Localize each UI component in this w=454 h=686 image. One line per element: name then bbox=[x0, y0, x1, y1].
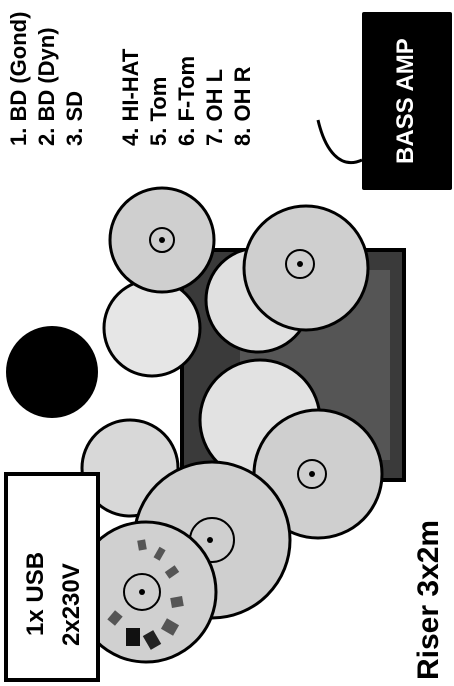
channel-item: 3. SD bbox=[64, 91, 86, 146]
crash-cymbal-center bbox=[207, 537, 213, 543]
channel-item: 1. BD (Gond) bbox=[8, 12, 30, 146]
power-box: 1x USB 2x230V bbox=[4, 472, 100, 682]
amp-cable bbox=[318, 120, 362, 163]
bass-amp-label: BASS AMP bbox=[392, 38, 420, 164]
hi-hat-center bbox=[139, 589, 145, 595]
tom-upper-center bbox=[159, 237, 165, 243]
floor-tom-center bbox=[309, 471, 315, 477]
channel-item: 4. HI-HAT bbox=[120, 49, 142, 146]
channel-item: 7. OH L bbox=[204, 69, 226, 146]
channel-item: 5. Tom bbox=[148, 77, 170, 146]
drum-stool bbox=[6, 326, 98, 418]
power-usb-label: 1x USB bbox=[22, 552, 50, 636]
channel-item: 6. F-Tom bbox=[176, 56, 198, 146]
bass-amp: BASS AMP bbox=[362, 12, 452, 190]
riser-label: Riser 3x2m bbox=[412, 520, 446, 680]
channel-item: 2. BD (Dyn) bbox=[36, 27, 58, 146]
ride-cymbal-center bbox=[297, 261, 303, 267]
tom-left bbox=[104, 280, 200, 376]
channel-item: 8. OH R bbox=[232, 67, 254, 146]
power-outlet-label: 2x230V bbox=[58, 563, 86, 646]
